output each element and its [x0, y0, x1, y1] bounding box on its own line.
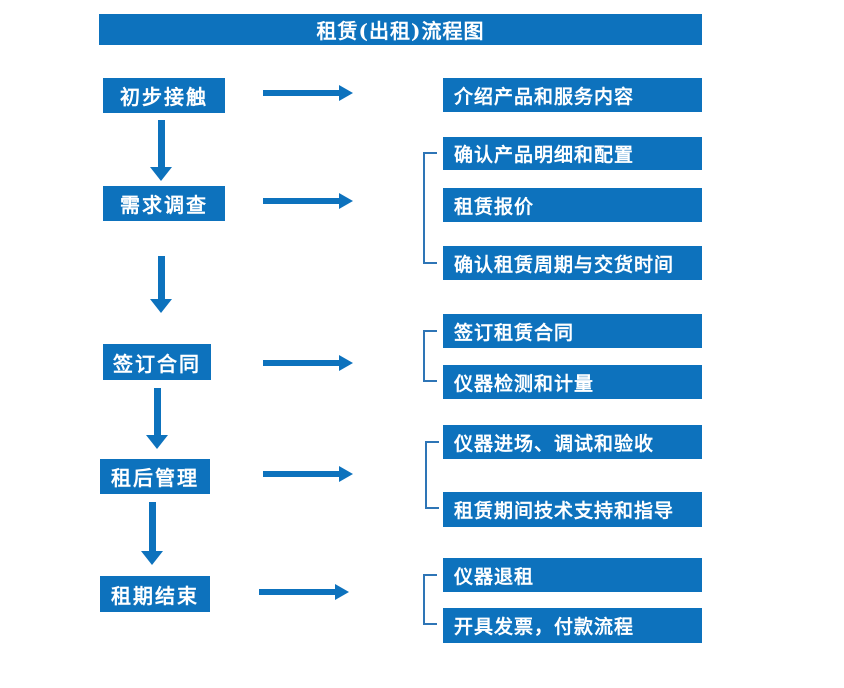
group-bracket	[423, 574, 437, 625]
output-box: 确认租赁周期与交货时间	[443, 246, 702, 280]
output-box: 租赁期间技术支持和指导	[443, 492, 702, 527]
down-arrow-icon	[150, 120, 172, 181]
step-box-sign-contract: 签订合同	[103, 344, 211, 380]
output-box: 签订租赁合同	[443, 314, 702, 348]
right-arrow-icon	[263, 355, 353, 371]
group-bracket	[423, 330, 437, 382]
group-bracket	[423, 152, 437, 264]
step-box-demand-survey: 需求调查	[103, 186, 225, 221]
right-arrow-icon	[263, 193, 353, 209]
page-title: 租赁(出租)流程图	[316, 19, 485, 43]
output-box: 仪器检测和计量	[443, 365, 702, 399]
output-box: 仪器退租	[443, 558, 702, 592]
output-box: 确认产品明细和配置	[443, 137, 702, 170]
right-arrow-icon	[263, 85, 353, 101]
step-box-initial-contact: 初步接触	[103, 78, 225, 113]
step-box-post-rental-management: 租后管理	[100, 459, 210, 494]
step-box-rental-end: 租期结束	[100, 576, 210, 612]
output-box: 开具发票，付款流程	[443, 608, 702, 643]
right-arrow-icon	[259, 584, 349, 600]
flowchart-title-bar: 租赁(出租)流程图	[99, 14, 702, 45]
right-arrow-icon	[263, 466, 353, 482]
group-bracket	[425, 441, 439, 509]
output-box: 租赁报价	[443, 188, 702, 222]
down-arrow-icon	[141, 502, 163, 565]
output-box: 介绍产品和服务内容	[443, 78, 702, 112]
output-box: 仪器进场、调试和验收	[443, 425, 702, 459]
down-arrow-icon	[150, 256, 172, 313]
down-arrow-icon	[146, 388, 168, 449]
